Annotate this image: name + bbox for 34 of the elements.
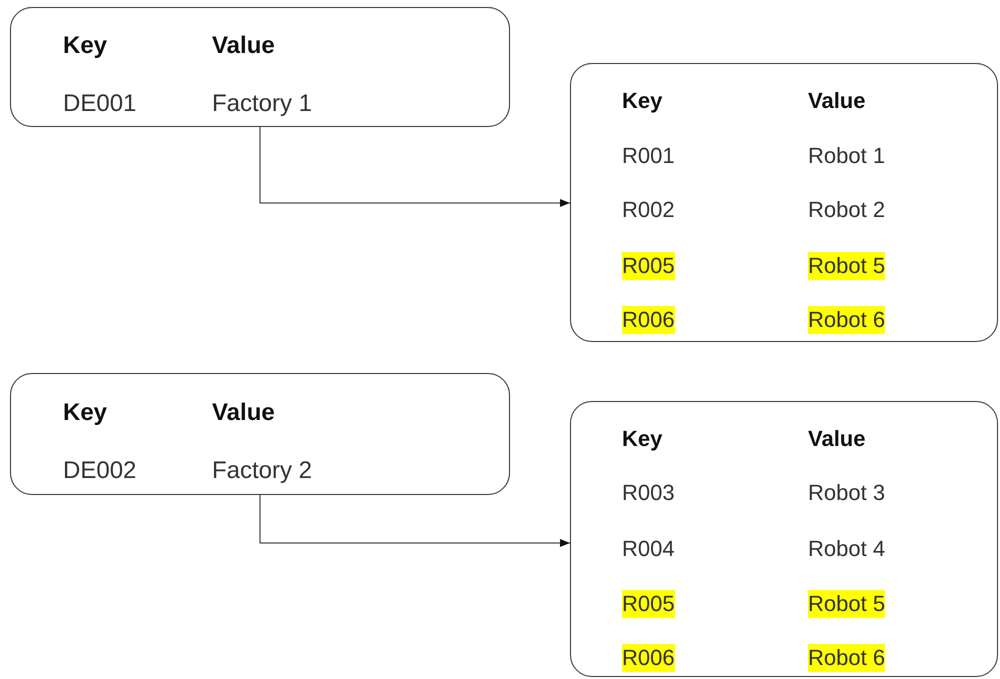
highlighted-cell: Robot 6 bbox=[808, 644, 886, 672]
column-header: Key bbox=[622, 86, 662, 115]
column-header: Value bbox=[808, 86, 866, 115]
column-header: Key bbox=[622, 424, 662, 453]
table-text: Robot 2 bbox=[808, 196, 886, 224]
column-header: Value bbox=[212, 398, 275, 428]
table-text: DE002 bbox=[63, 456, 136, 486]
table-text: R004 bbox=[622, 534, 675, 563]
table-text: Robot 1 bbox=[808, 142, 886, 170]
key-value-box bbox=[570, 401, 998, 677]
table-text: R002 bbox=[622, 196, 675, 224]
table-text: R001 bbox=[622, 142, 675, 170]
key-value-box bbox=[570, 63, 998, 342]
highlighted-cell: Robot 5 bbox=[808, 252, 886, 280]
highlighted-cell: R006 bbox=[622, 306, 675, 334]
table-text: Robot 3 bbox=[808, 478, 886, 507]
arrow bbox=[260, 494, 570, 547]
highlighted-cell: R006 bbox=[622, 644, 675, 672]
highlighted-cell: R005 bbox=[622, 590, 675, 618]
column-header: Value bbox=[212, 31, 275, 62]
highlighted-cell: Robot 5 bbox=[808, 590, 886, 618]
table-text: Factory 1 bbox=[212, 89, 312, 120]
table-text: R003 bbox=[622, 478, 675, 507]
highlighted-cell: R005 bbox=[622, 252, 675, 280]
highlighted-cell: Robot 6 bbox=[808, 306, 886, 334]
column-header: Key bbox=[63, 398, 108, 428]
arrow bbox=[260, 126, 570, 207]
key-value-box bbox=[10, 7, 510, 127]
table-text: DE001 bbox=[63, 89, 136, 120]
key-value-box bbox=[10, 373, 510, 495]
table-text: Factory 2 bbox=[212, 456, 312, 486]
column-header: Value bbox=[808, 424, 866, 453]
table-text: Robot 4 bbox=[808, 534, 886, 563]
column-header: Key bbox=[63, 31, 108, 62]
